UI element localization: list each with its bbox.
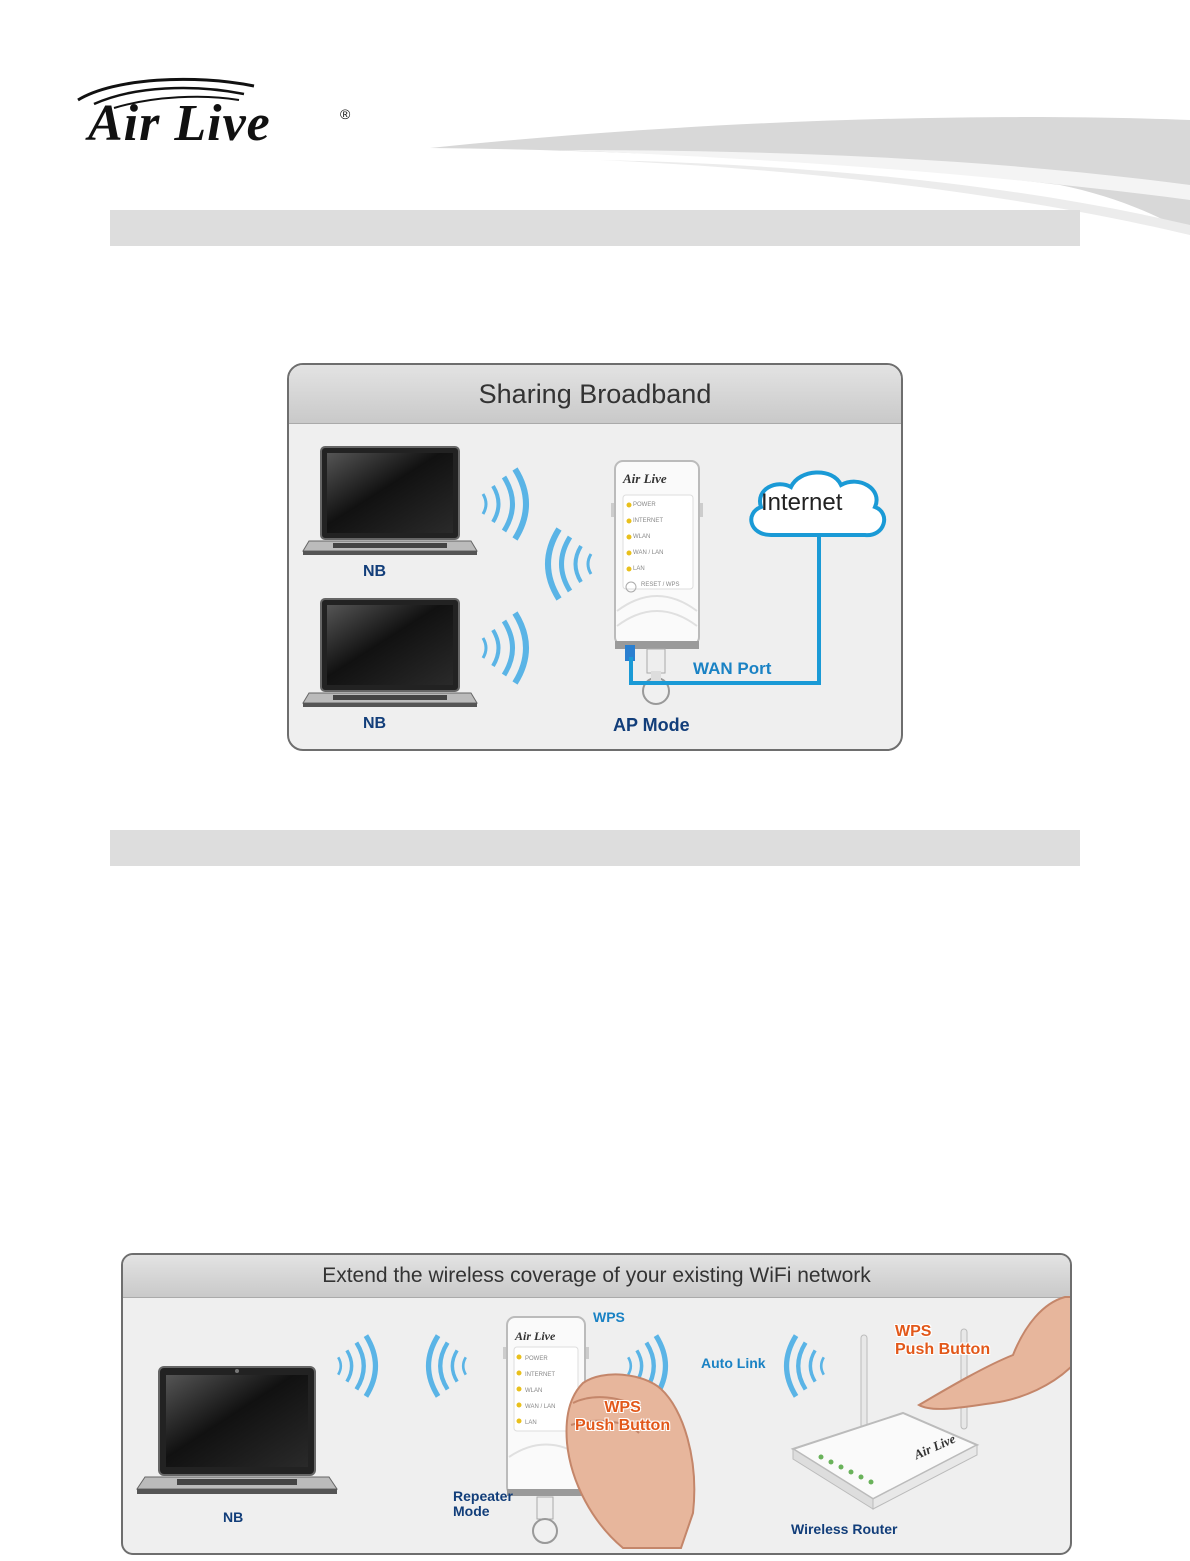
section-bar-2 bbox=[110, 830, 1080, 866]
laptop-bottom-icon bbox=[302, 598, 478, 707]
pointing-hand-icon bbox=[916, 1296, 1070, 1410]
wifi-wave-in-2-icon bbox=[784, 1334, 825, 1398]
wps-push-label-1-line2: Push Button bbox=[575, 1417, 671, 1434]
airlive-logo: Air Live ® bbox=[74, 74, 364, 154]
hand-icon bbox=[565, 1373, 696, 1549]
led-label: LAN bbox=[525, 1420, 537, 1426]
wireless-router-label: Wireless Router bbox=[791, 1521, 898, 1537]
repeater-led-list: POWER INTERNET WLAN WAN / LAN LAN bbox=[525, 1351, 555, 1431]
nb-label-top: NB bbox=[363, 563, 387, 580]
auto-link-label: Auto Link bbox=[701, 1355, 766, 1371]
internet-label: Internet bbox=[761, 489, 843, 516]
led-label: WAN / LAN bbox=[525, 1404, 556, 1410]
led-label: POWER bbox=[633, 502, 656, 508]
nb-label-bottom: NB bbox=[363, 715, 387, 732]
repeater-mode-line1: Repeater bbox=[453, 1488, 513, 1504]
diagram-title: Extend the wireless coverage of your exi… bbox=[123, 1255, 1070, 1298]
led-label: WLAN bbox=[525, 1388, 543, 1394]
repeater-mode-line2: Mode bbox=[453, 1503, 490, 1519]
ap-device-icon bbox=[611, 460, 703, 705]
wps-label: WPS bbox=[593, 1309, 625, 1325]
laptop-icon bbox=[136, 1366, 338, 1494]
internet-cloud-icon bbox=[749, 470, 887, 538]
wps-push-label-2: WPS Push Button bbox=[895, 1323, 990, 1359]
led-label: INTERNET bbox=[525, 1372, 555, 1378]
laptop-top-icon bbox=[302, 446, 478, 555]
wps-push-label-1: WPS Push Button bbox=[575, 1399, 670, 1435]
wan-cable bbox=[629, 535, 821, 685]
repeater-brand: Air Live bbox=[515, 1329, 556, 1343]
led-label: LAN bbox=[633, 566, 645, 572]
logo-text: Air Live bbox=[88, 95, 271, 152]
logo-registered-mark: ® bbox=[340, 106, 351, 122]
led-label: POWER bbox=[525, 1356, 548, 1362]
led-label: WAN / LAN bbox=[633, 550, 664, 556]
device-brand: Air Live bbox=[623, 471, 667, 486]
led-label: WLAN bbox=[633, 534, 651, 540]
diagram-extend-coverage: Extend the wireless coverage of your exi… bbox=[121, 1253, 1072, 1555]
wifi-wave-out-bottom-icon bbox=[481, 611, 529, 685]
device-led-list: POWER INTERNET WLAN WAN / LAN LAN bbox=[633, 497, 663, 577]
ap-mode-label: AP Mode bbox=[613, 715, 690, 735]
wifi-wave-in-1-icon bbox=[426, 1334, 467, 1398]
section-bar-1 bbox=[110, 210, 1080, 246]
wps-push-label-2-line1: WPS bbox=[895, 1323, 932, 1340]
wifi-wave-out-1-icon bbox=[337, 1334, 378, 1398]
nb-label: NB bbox=[223, 1509, 244, 1525]
diagram-title: Sharing Broadband bbox=[289, 365, 901, 424]
header-swoosh bbox=[430, 117, 1190, 235]
wifi-wave-out-top-icon bbox=[481, 467, 529, 541]
wireless-router-icon bbox=[790, 1328, 980, 1510]
wps-push-label-2-line2: Push Button bbox=[895, 1341, 991, 1358]
logo-arc-icon bbox=[77, 77, 255, 109]
repeater-mode-label: Repeater Mode bbox=[453, 1489, 513, 1519]
led-label: INTERNET bbox=[633, 518, 663, 524]
wifi-wave-in-icon bbox=[545, 527, 593, 601]
device-reset-label: RESET / WPS bbox=[641, 582, 680, 588]
diagram-sharing-broadband: Sharing Broadband NB NB bbox=[287, 363, 903, 751]
wps-push-label-1-line1: WPS bbox=[604, 1399, 641, 1416]
wan-port-label: WAN Port bbox=[693, 659, 772, 678]
